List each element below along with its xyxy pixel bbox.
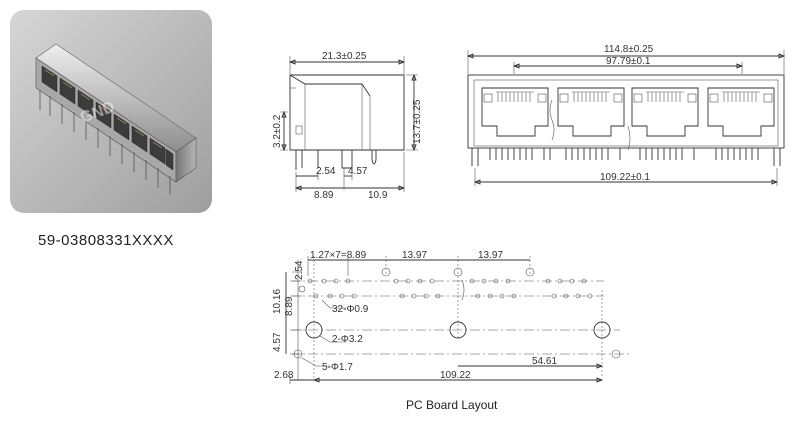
dim-front-port-span: 97.79±0.1 xyxy=(606,56,651,67)
pcb-hole-32: 32-Φ0.9 xyxy=(332,304,369,315)
product-photo: GND xyxy=(10,10,212,213)
dim-side-height: 13.7±0.25 xyxy=(412,99,423,144)
pcb-pitch: 1.27×7=8.89 xyxy=(310,250,367,261)
rj45-connector-image: GND xyxy=(10,10,212,213)
dim-side-457: 4.57 xyxy=(348,166,368,177)
pcb-v-889: 8.89 xyxy=(284,296,295,316)
part-number: 59-03808331XXXX xyxy=(38,232,174,249)
pcb-hole-5: 5-Φ1.7 xyxy=(322,362,353,373)
dim-front-overall: 114.8±0.25 xyxy=(604,44,654,55)
dim-side-left-height: 3.2±0.2 xyxy=(272,114,283,148)
dim-side-254: 2.54 xyxy=(316,166,336,177)
pcb-h-268: 2.68 xyxy=(274,370,294,381)
pcb-v-1016: 10.16 xyxy=(272,289,283,314)
front-pins xyxy=(471,148,781,166)
pcb-holes-small xyxy=(307,267,593,299)
front-view: 114.8±0.25 97.79±0.1 109.22±0.1 xyxy=(466,44,786,186)
pcb-holes-medium xyxy=(293,285,621,359)
port-openings xyxy=(481,87,775,137)
pcb-v-457: 4.57 xyxy=(272,332,283,352)
pcb-layout: 2.54 10.16 8.89 4.57 1.27×7=8.89 13.97 1… xyxy=(272,250,630,384)
dim-front-pin-span: 109.22±0.1 xyxy=(600,172,650,183)
pcb-holes-large xyxy=(305,321,611,339)
pcb-spacing-a: 13.97 xyxy=(402,250,427,261)
pcb-hole-2: 2-Φ3.2 xyxy=(332,334,363,345)
pcb-h-10922: 109.22 xyxy=(440,370,471,381)
pcb-layout-caption: PC Board Layout xyxy=(406,398,498,412)
dim-side-109: 10.9 xyxy=(368,190,388,201)
pcb-h-5461: 54.61 xyxy=(532,356,557,367)
side-view: 21.3±0.25 13.7±0.25 3.2±0.2 2.54 4.57 8.… xyxy=(272,51,423,201)
dim-side-889: 8.89 xyxy=(314,190,334,201)
pcb-spacing-b: 13.97 xyxy=(478,250,503,261)
dim-side-width: 21.3±0.25 xyxy=(322,51,367,62)
pcb-v-254: 2.54 xyxy=(294,260,305,280)
